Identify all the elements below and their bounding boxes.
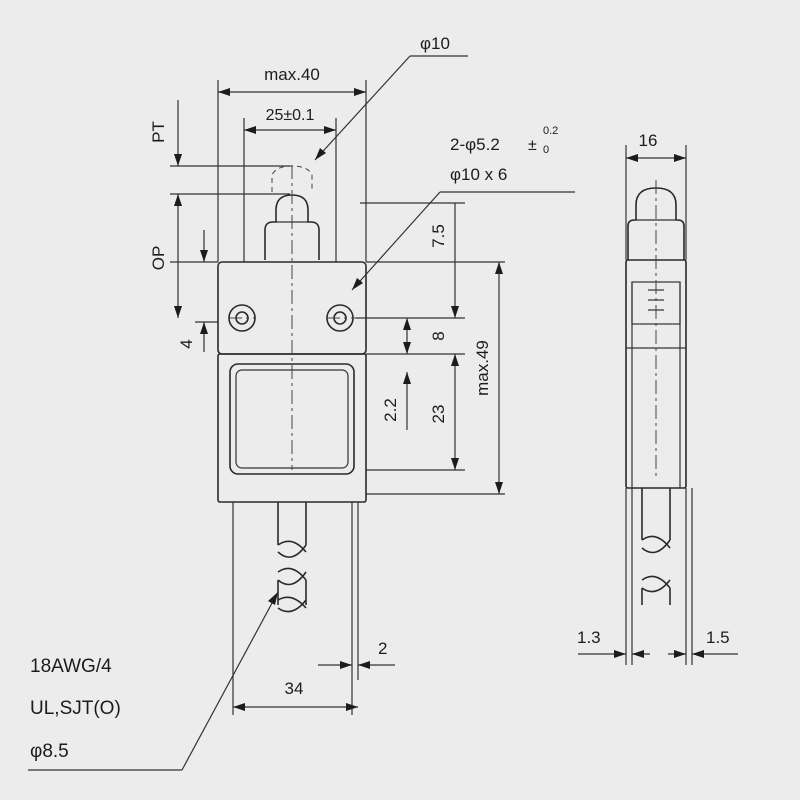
front-dimensions: max.40 25±0.1 φ10 2-φ5.2 0.2 0 ± φ10 x 6 [149, 34, 575, 715]
dim-7-5: 7.5 [429, 224, 448, 248]
dim-plunger-dia: φ10 [420, 34, 450, 53]
front-view [217, 165, 367, 613]
dim-1-3: 1.3 [577, 628, 601, 647]
cable-spec-line2: UL,SJT(O) [30, 698, 121, 719]
label-op: OP [149, 246, 168, 271]
dim-height-max: max.49 [473, 340, 492, 396]
cable-note: 18AWG/4 UL,SJT(O) φ8.5 [28, 591, 279, 771]
dim-holes-tol-lower: 0 [543, 144, 549, 156]
svg-text:±: ± [528, 137, 537, 154]
label-window [229, 363, 355, 475]
side-dimensions: 16 1.3 1.5 [577, 131, 738, 665]
dim-holes-tol-upper: 0.2 [543, 125, 558, 137]
dim-8: 8 [429, 331, 448, 340]
dim-23: 23 [429, 405, 448, 424]
dim-hole-pitch: 25±0.1 [266, 107, 315, 124]
cable-spec-line1: 18AWG/4 [30, 656, 112, 677]
dim-width-max: max.40 [264, 65, 320, 84]
side-view [625, 180, 687, 605]
dim-1-5: 1.5 [706, 628, 730, 647]
cable-spec-line3: φ8.5 [30, 741, 69, 762]
dim-34: 34 [285, 679, 304, 698]
dim-4: 4 [177, 339, 196, 348]
dim-2: 2 [378, 639, 387, 658]
dim-holes: 2-φ5.2 [450, 135, 500, 154]
dim-hole-csk: φ10 x 6 [450, 165, 507, 184]
label-pt: PT [149, 121, 168, 143]
dim-2-2: 2.2 [381, 398, 400, 422]
cable [277, 502, 307, 613]
dim-16: 16 [639, 131, 658, 150]
